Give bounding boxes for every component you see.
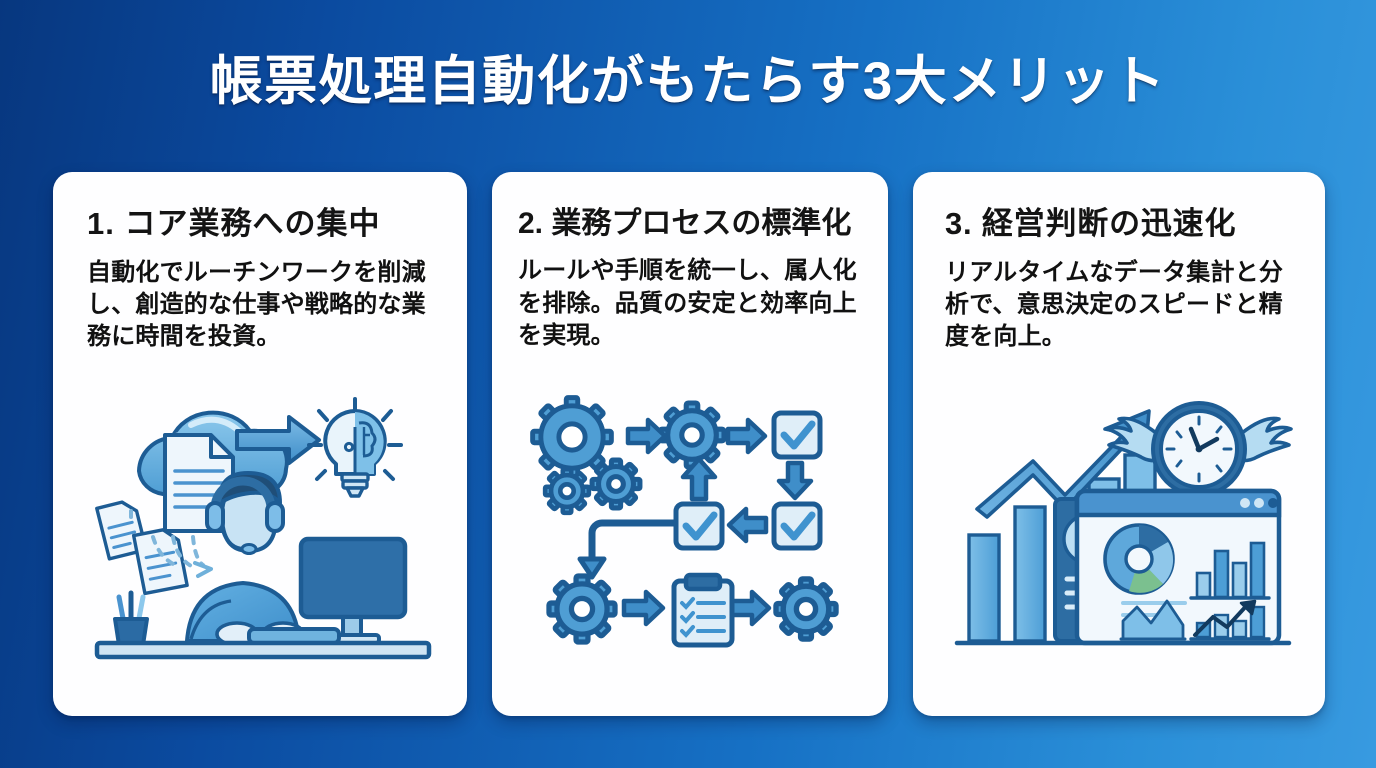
card-1-artwork: [94, 396, 432, 659]
benefit-card-3-heading: 3. 経営判断の迅速化: [945, 206, 1237, 241]
arrow-left-icon: [726, 506, 769, 544]
donut-chart-icon: [1103, 522, 1175, 595]
arrow-right-icon: [625, 417, 668, 455]
gear-icon: [542, 466, 592, 516]
desk-icon: [94, 640, 432, 659]
elbow-arrow-icon: [577, 519, 678, 580]
card-2-artwork: [530, 395, 839, 648]
gear-icon: [589, 457, 643, 511]
pen-cup-icon: [113, 590, 149, 647]
arrow-right-icon: [235, 414, 321, 465]
benefit-card-2[interactable]: 2. 業務プロセスの標準化 ルールや手順を統一し、属人化を排除。品質の安定と効率…: [492, 172, 888, 716]
gear-icon: [773, 576, 839, 642]
clipboard-checklist-icon: [671, 572, 735, 648]
bar-chart-icon: [1189, 541, 1271, 600]
benefit-card-1-heading: 1. コア業務への集中: [87, 206, 381, 241]
benefit-card-1[interactable]: 1. コア業務への集中 自動化でルーチンワークを削減し、創造的な仕事や戦略的な業…: [53, 172, 467, 716]
area-chart-icon: [1119, 599, 1187, 641]
cloud-documents-person-lightbulb-illustration: [87, 359, 439, 702]
benefit-card-3[interactable]: 3. 経営判断の迅速化 リアルタイムなデータ集計と分析で、意思決定のスピードと精…: [913, 172, 1325, 716]
card-3-artwork: [954, 400, 1293, 645]
arrow-right-icon: [193, 560, 213, 578]
trend-line-icon: [1189, 599, 1271, 641]
sparkle-icon: [307, 396, 403, 481]
gear-icon: [546, 573, 618, 645]
benefit-card-3-body: リアルタイムなデータ集計と分析で、意思決定のスピードと精度を向上。: [945, 258, 1284, 350]
gears-workflow-checklist-illustration: [518, 358, 870, 702]
arrow-right-icon: [727, 589, 772, 627]
gear-icon: [657, 400, 727, 470]
benefit-card-1-body: 自動化でルーチンワークを削減し、創造的な仕事や戦略的な業務に時間を投資。: [87, 258, 426, 350]
monitor-icon: [298, 536, 408, 645]
page-title: 帳票処理自動化がもたらす3大メリット: [209, 52, 1167, 111]
dashboard-charts-winged-clock-illustration: [945, 359, 1297, 702]
lightbulb-brain-icon: [323, 408, 387, 498]
checkbox-checked-icon: [673, 501, 725, 551]
benefit-cards-container: 1. コア業務への集中 自動化でルーチンワークを削減し、創造的な仕事や戦略的な業…: [53, 172, 1325, 716]
person-headset-computer-icon: [185, 470, 305, 647]
arrow-right-icon: [725, 417, 768, 455]
arrow-down-icon: [776, 460, 814, 501]
benefit-card-2-heading: 2. 業務プロセスの標準化: [518, 207, 852, 240]
arrow-right-icon: [621, 589, 666, 627]
document-icon: [131, 527, 189, 595]
checkbox-checked-icon: [771, 501, 823, 551]
gear-icon: [530, 395, 614, 479]
checkbox-checked-icon: [771, 410, 823, 460]
arrow-up-icon: [680, 456, 718, 502]
benefit-card-2-body: ルールや手順を統一し、属人化を排除。品質の安定と効率向上を実現。: [518, 257, 857, 349]
